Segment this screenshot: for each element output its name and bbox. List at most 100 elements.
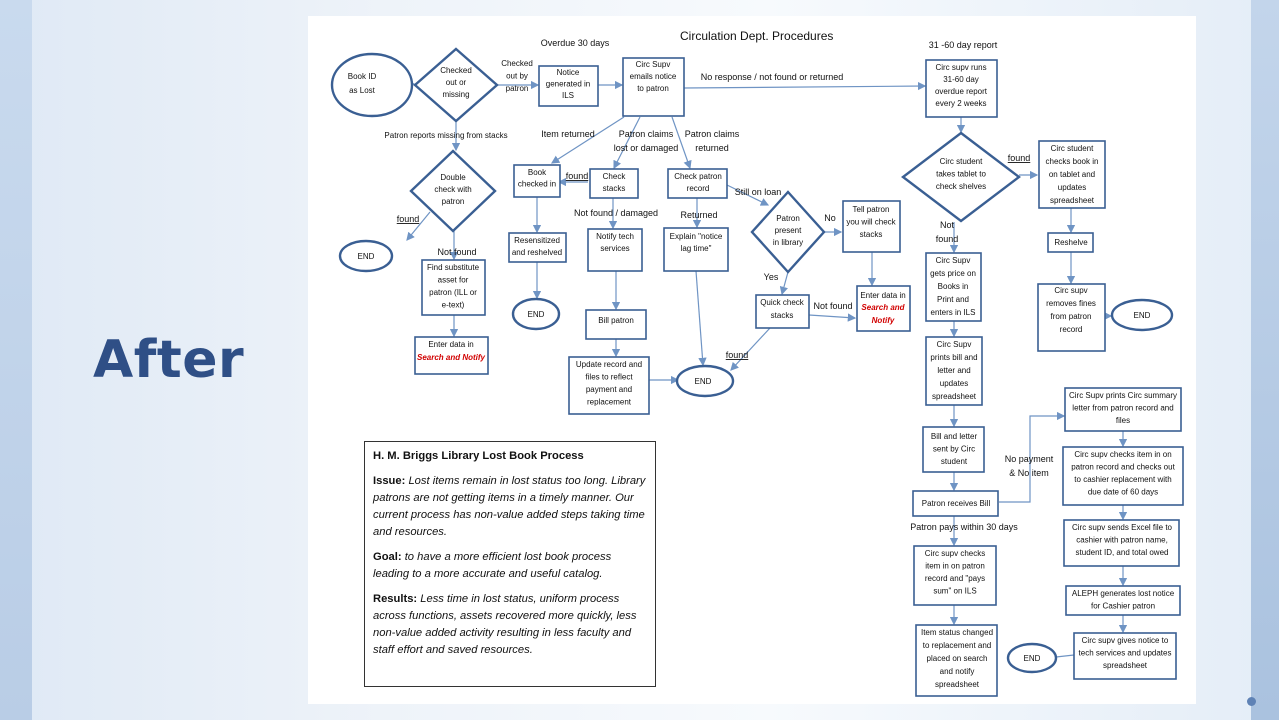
explain-box xyxy=(663,227,729,272)
issue-label: Issue: xyxy=(373,475,406,487)
end-3-text: END xyxy=(695,377,712,386)
goal-label: Goal: xyxy=(373,551,402,563)
item-returned-label: Item returned xyxy=(541,129,595,139)
patron-pays-label: Patron pays within 30 days xyxy=(910,522,1018,532)
enter-data-1-link: Search and Notify xyxy=(417,353,486,362)
right-decoration-bar xyxy=(1251,0,1279,720)
check-stacks-box xyxy=(589,168,639,199)
circ-supv-emails-box xyxy=(622,57,685,117)
goal-paragraph: Goal: to have a more efficient lost book… xyxy=(373,549,647,583)
results-text: Less time in lost status, uniform proces… xyxy=(373,593,637,656)
issue-paragraph: Issue: Lost items remain in lost status … xyxy=(373,473,647,541)
removes-fines-box xyxy=(1037,283,1106,352)
not-found-label-2: Not found xyxy=(813,301,852,311)
yes-label: Yes xyxy=(764,272,779,282)
patron-receives-text: Patron receives Bill xyxy=(922,499,991,508)
report-31-60-label: 31 -60 day report xyxy=(929,40,998,50)
process-summary-box: H. M. Briggs Library Lost Book Process I… xyxy=(364,441,656,687)
checks-item-ils-box xyxy=(913,545,997,606)
not-found-label-1: Not found xyxy=(437,247,476,257)
left-decoration-bar xyxy=(0,0,32,720)
decoration-dot xyxy=(1247,697,1256,706)
quick-check-box xyxy=(755,294,810,329)
end-oval-2 xyxy=(511,297,561,331)
gives-notice-box xyxy=(1073,632,1177,680)
no-label: No xyxy=(824,213,836,223)
issue-text: Lost items remain in lost status too lon… xyxy=(373,475,646,538)
overdue-30-label: Overdue 30 days xyxy=(541,38,610,48)
bill-sent-box xyxy=(922,426,985,473)
end-4-text: END xyxy=(1134,311,1151,320)
book-id-oval xyxy=(330,52,414,118)
reshelve-text: Reshelve xyxy=(1054,238,1088,247)
notice-box xyxy=(538,65,599,107)
connectors xyxy=(406,79,1128,662)
not-found-damaged-label: Not found / damaged xyxy=(574,208,658,218)
item-status-box xyxy=(915,624,998,697)
update-record-box xyxy=(568,356,650,415)
goal-text: to have a more efficient lost book proce… xyxy=(373,551,612,580)
check-patron-record-box xyxy=(667,168,728,199)
enter-data-2-text: Enter data in xyxy=(860,291,905,300)
results-label: Results: xyxy=(373,593,418,605)
reshelve-box xyxy=(1047,232,1094,253)
student-tablet-diamond xyxy=(901,131,1021,223)
find-substitute-box xyxy=(421,259,486,316)
end-oval-3 xyxy=(675,364,735,398)
found-label-2: found xyxy=(397,214,420,224)
diagram-title: Circulation Dept. Procedures xyxy=(680,29,833,43)
still-on-loan-label: Still on loan xyxy=(735,187,782,197)
enter-data-box-1 xyxy=(414,336,489,375)
found-label-3: found xyxy=(726,350,749,360)
summary-heading: H. M. Briggs Library Lost Book Process xyxy=(373,450,584,462)
end-oval-5 xyxy=(1006,642,1058,674)
results-paragraph: Results: Less time in lost status, unifo… xyxy=(373,591,647,659)
returned-label: Returned xyxy=(680,210,717,220)
checks-out-cashier-box xyxy=(1062,446,1184,506)
notify-tech-box xyxy=(587,228,643,272)
book-checked-in-box xyxy=(513,164,561,198)
slide-title: After xyxy=(93,330,245,390)
checked-out-diamond xyxy=(413,47,499,123)
patron-receives-box xyxy=(912,490,999,517)
aleph-box xyxy=(1065,585,1181,616)
no-payment-label: No payment& No item xyxy=(1005,454,1054,478)
enter-data-1-text: Enter data in xyxy=(428,340,473,349)
bill-patron-box xyxy=(585,309,647,340)
patron-reports-label: Patron reports missing from stacks xyxy=(384,131,507,140)
end-oval-4 xyxy=(1110,298,1174,332)
end-2-text: END xyxy=(528,310,545,319)
